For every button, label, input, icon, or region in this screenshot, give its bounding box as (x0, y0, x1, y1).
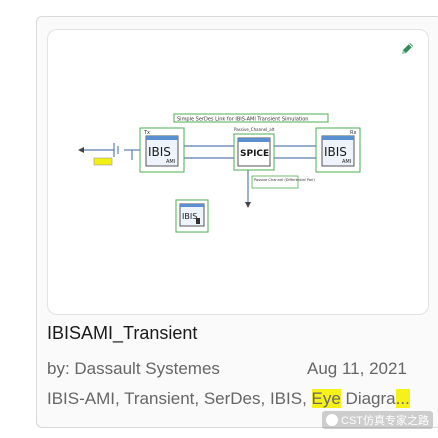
project-title[interactable]: IBISAMI_Transient (47, 323, 198, 343)
project-author: by: Dassault Systemes (47, 359, 220, 378)
svg-text:IBIS: IBIS (182, 212, 197, 221)
tx-ibis-block: Tx IBIS AMI (139, 127, 185, 173)
schematic-banner-text: Simple SerDes Link for IBIS-AMI Transien… (177, 117, 308, 123)
svg-text:Tx: Tx (143, 130, 150, 136)
svg-text:Rx: Rx (350, 130, 356, 136)
source-arrow-icon (78, 147, 84, 153)
project-card[interactable]: Simple SerDes Link for IBIS-AMI Transien… (36, 16, 438, 428)
search-highlight: Eye (311, 389, 341, 408)
tags-text: IBIS-AMI, Transient, SerDes, IBIS, (47, 389, 312, 408)
svg-text:Passive Channel (Differential: Passive Channel (Differential Pair) (254, 178, 316, 182)
truncation-ellipsis: ... (395, 389, 410, 408)
wechat-icon (326, 414, 338, 426)
svg-text:IBIS: IBIS (324, 145, 347, 159)
schematic-wires (82, 143, 316, 204)
svg-text:AMI: AMI (342, 159, 351, 165)
probe-ibis-block: IBIS (175, 199, 209, 233)
schematic-thumbnail[interactable]: Simple SerDes Link for IBIS-AMI Transien… (47, 29, 429, 315)
rx-ibis-block: Rx IBIS AMI (315, 127, 361, 173)
watermark-text: CST仿真专家之路 (341, 415, 429, 427)
svg-text:IBIS: IBIS (148, 145, 171, 159)
project-date: Aug 11, 2021 (307, 359, 407, 378)
schematic-banner-box (173, 113, 329, 123)
tags-text-continued: Diagra (340, 389, 396, 408)
edit-button[interactable] (392, 34, 422, 64)
ground-arrow-icon (245, 202, 251, 208)
schematic-diagram: Simple SerDes Link for IBIS-AMI Transien… (78, 113, 361, 233)
svg-text:Passive_Channel_alt: Passive_Channel_alt (234, 127, 275, 132)
spice-channel-block: Passive_Channel_alt SPICE Passive Channe… (233, 127, 316, 189)
source-label-box (93, 157, 113, 166)
watermark: CST仿真专家之路 (322, 411, 433, 429)
svg-text:AMI: AMI (166, 159, 175, 165)
project-tags: IBIS-AMI, Transient, SerDes, IBIS, Eye D… (47, 389, 437, 409)
svg-text:SPICE: SPICE (240, 149, 269, 159)
pencil-icon (402, 43, 413, 54)
